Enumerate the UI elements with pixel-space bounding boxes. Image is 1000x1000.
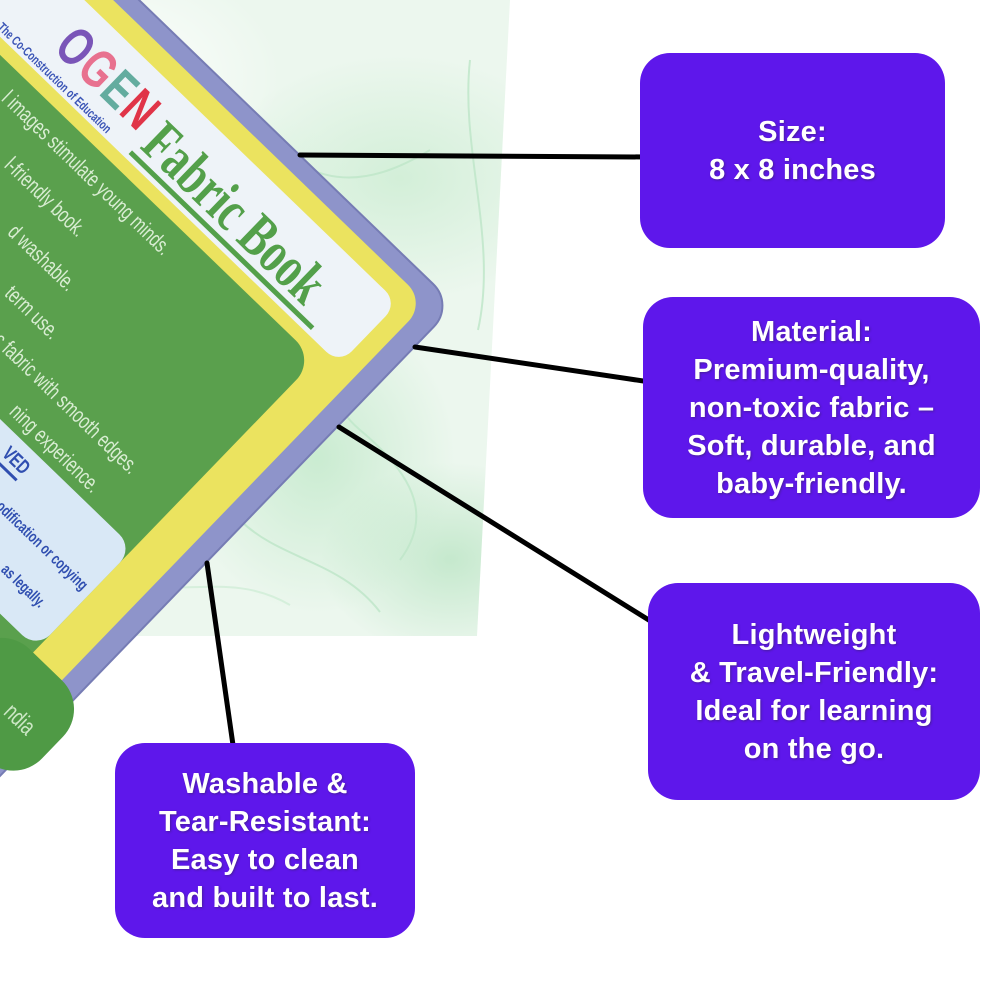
legal-notice-box: [0, 344, 126, 641]
callout-size-line: 8 x 8 inches: [709, 153, 876, 186]
callout-washable-line: Washable &: [182, 767, 348, 800]
callout-washable-line: Easy to clean: [171, 843, 359, 876]
connector-line-travel: [336, 424, 655, 625]
made-in-badge: [0, 637, 75, 771]
callout-travel-line: Ideal for learning: [695, 694, 933, 727]
callout-material-line: Material:: [750, 315, 873, 348]
connector-line-material: [412, 344, 653, 385]
fabric-book: OGEN The Co-Construction of Education Fa…: [0, 0, 444, 890]
callout-size: Size: 8 x 8 inches: [640, 53, 945, 248]
callout-size-line: Size:: [758, 115, 827, 148]
connector-line-size: [297, 152, 649, 160]
callout-washable: Washable & Tear-Resistant: Easy to clean…: [115, 743, 415, 938]
legal-underline: [0, 459, 18, 482]
callout-washable-line: Tear-Resistant:: [159, 805, 371, 838]
book-title-banner: [0, 0, 391, 357]
callout-material: Material: Premium-quality, non-toxic fab…: [643, 297, 980, 518]
callout-material-line: baby-friendly.: [716, 467, 907, 500]
book-title-underline: [128, 150, 315, 331]
callout-travel-line: & Travel-Friendly:: [689, 656, 939, 689]
callout-washable-line: and built to last.: [152, 881, 378, 914]
connector-line-washable: [204, 560, 236, 748]
callout-material-line: Soft, durable, and: [687, 429, 936, 462]
callout-travel: Lightweight & Travel-Friendly: Ideal for…: [648, 583, 980, 800]
callout-material-line: non-toxic fabric –: [688, 391, 935, 424]
callout-material-line: Premium-quality,: [693, 353, 930, 386]
callout-travel-line: on the go.: [743, 732, 885, 765]
callout-travel-line: Lightweight: [731, 618, 897, 651]
connector-lines: [204, 152, 655, 748]
